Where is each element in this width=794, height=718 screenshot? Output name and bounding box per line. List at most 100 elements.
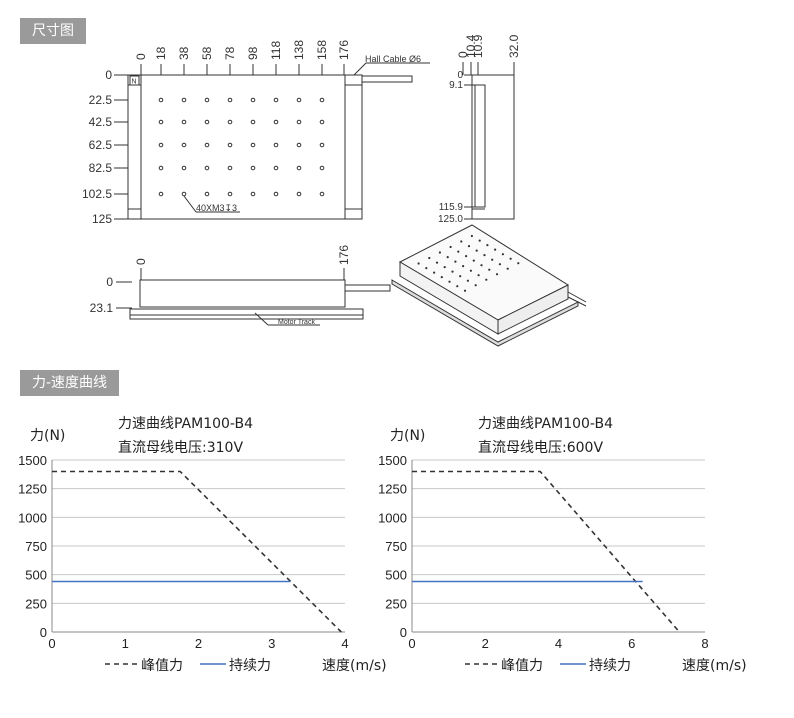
top-y-dim-label: 62.5 bbox=[89, 138, 113, 152]
iso-hole bbox=[467, 245, 471, 248]
iso-hole bbox=[438, 251, 441, 254]
iso-hole bbox=[477, 274, 480, 277]
x-tick-label: 0 bbox=[48, 636, 55, 651]
iso-hole bbox=[472, 259, 475, 262]
mounting-hole bbox=[319, 191, 325, 197]
mounting-hole bbox=[158, 97, 164, 103]
side-left-dim-label: 125.0 bbox=[438, 214, 463, 225]
iso-hole bbox=[495, 273, 499, 276]
chart-310v-title: 力速曲线PAM100-B4 bbox=[118, 416, 253, 432]
iso-hole bbox=[443, 266, 446, 269]
end-cap-left bbox=[127, 74, 142, 220]
chart-600v-title: 力速曲线PAM100-B4 bbox=[478, 416, 613, 432]
x-tick-label: 1 bbox=[122, 636, 129, 651]
iso-hole bbox=[501, 253, 504, 256]
y-tick-label: 1000 bbox=[18, 510, 47, 525]
top-y-dim-label: 102.5 bbox=[82, 187, 112, 201]
mounting-hole bbox=[296, 97, 302, 103]
top-x-dim-label: 176 bbox=[337, 40, 351, 60]
x-tick-label: 2 bbox=[195, 636, 202, 651]
mounting-hole bbox=[158, 191, 164, 197]
mounting-hole bbox=[227, 97, 233, 103]
top-x-dim-label: 78 bbox=[223, 46, 237, 60]
x-tick-label: 0 bbox=[408, 636, 415, 651]
top-y-dim-label: 22.5 bbox=[89, 93, 113, 107]
top-x-dim-label: 0 bbox=[134, 53, 148, 60]
iso-hole bbox=[460, 240, 463, 243]
iso-hole bbox=[463, 289, 467, 292]
side-left-dim-label: 115.9 bbox=[439, 202, 464, 213]
iso-hole bbox=[435, 261, 439, 264]
y-tick-label: 500 bbox=[385, 568, 407, 583]
side-top-dim-label: 0 bbox=[456, 51, 470, 58]
legend-continuous-label: 持续力 bbox=[229, 657, 271, 674]
iso-hole bbox=[454, 260, 457, 263]
top-x-dim-label: 98 bbox=[246, 46, 260, 60]
y-tick-label: 0 bbox=[40, 625, 47, 640]
iso-hole bbox=[451, 270, 454, 273]
side-top-dim-label: 32.0 bbox=[507, 34, 521, 58]
iso-hole bbox=[485, 278, 488, 281]
side-top-dim-label: 10.9 bbox=[471, 34, 485, 58]
mounting-hole bbox=[227, 142, 233, 148]
iso-hole bbox=[466, 279, 469, 282]
side-view-outline bbox=[471, 74, 515, 220]
top-y-dim-label: 125 bbox=[92, 212, 112, 226]
iso-hole bbox=[494, 248, 497, 251]
motor-track-label: Motor Track bbox=[278, 319, 315, 326]
chart-310v-subtitle: 直流母线电压:310V bbox=[118, 439, 243, 456]
iso-hole bbox=[449, 245, 452, 249]
top-x-dim-label: 138 bbox=[292, 40, 306, 60]
x-tick-label: 4 bbox=[555, 636, 562, 651]
iso-hole bbox=[474, 284, 477, 287]
mounting-hole bbox=[181, 119, 187, 125]
mounting-hole bbox=[273, 165, 279, 171]
front-y-dim-label: 23.1 bbox=[90, 301, 114, 315]
iso-hole bbox=[459, 275, 462, 278]
iso-hole bbox=[498, 263, 501, 266]
iso-hole bbox=[509, 257, 512, 260]
hall-cable bbox=[361, 75, 413, 83]
y-tick-label: 1250 bbox=[18, 482, 47, 497]
iso-hole bbox=[469, 269, 472, 272]
chart-600v-subtitle: 直流母线电压:600V bbox=[478, 439, 603, 456]
mounting-hole bbox=[158, 119, 164, 125]
iso-hole bbox=[480, 264, 483, 267]
mounting-hole bbox=[319, 165, 325, 171]
top-x-dim-label: 118 bbox=[269, 41, 283, 60]
mounting-hole bbox=[181, 142, 187, 148]
mounting-hole bbox=[319, 119, 325, 125]
mounting-hole bbox=[250, 142, 256, 148]
top-y-dim-label: 42.5 bbox=[89, 115, 113, 129]
chart-310v-ylabel: 力(N) bbox=[30, 428, 65, 444]
mounting-hole bbox=[296, 191, 302, 197]
mounting-hole bbox=[319, 97, 325, 103]
mounting-hole bbox=[181, 191, 187, 197]
chart-310v: 力速曲线PAM100-B4 直流母线电压:310V 力(N) 速度(m/s) 峰… bbox=[18, 416, 387, 674]
mounting-hole bbox=[227, 165, 233, 171]
mounting-hole bbox=[204, 142, 210, 148]
iso-hole bbox=[462, 265, 465, 268]
mounting-hole bbox=[227, 191, 233, 197]
mounting-hole bbox=[273, 97, 279, 103]
top-y-dim-label: 82.5 bbox=[89, 161, 113, 175]
y-tick-label: 500 bbox=[25, 568, 47, 583]
dimensions-section-label: 尺寸图 bbox=[20, 18, 86, 44]
front-view-body bbox=[139, 279, 346, 308]
mounting-hole bbox=[273, 191, 279, 197]
mounting-hole bbox=[296, 119, 302, 125]
mounting-hole bbox=[273, 142, 279, 148]
iso-hole bbox=[470, 234, 473, 238]
y-tick-label: 1500 bbox=[378, 453, 407, 468]
mounting-hole bbox=[250, 97, 256, 103]
mounting-hole bbox=[319, 142, 325, 148]
iso-hole bbox=[457, 250, 460, 253]
mounting-hole bbox=[204, 97, 210, 103]
hall-cable-label: Hall Cable Ø6 bbox=[365, 54, 421, 64]
top-x-dim-label: 158 bbox=[315, 40, 329, 60]
front-y-dim-label: 0 bbox=[106, 275, 113, 289]
legend-peak-label: 峰值力 bbox=[141, 658, 183, 674]
